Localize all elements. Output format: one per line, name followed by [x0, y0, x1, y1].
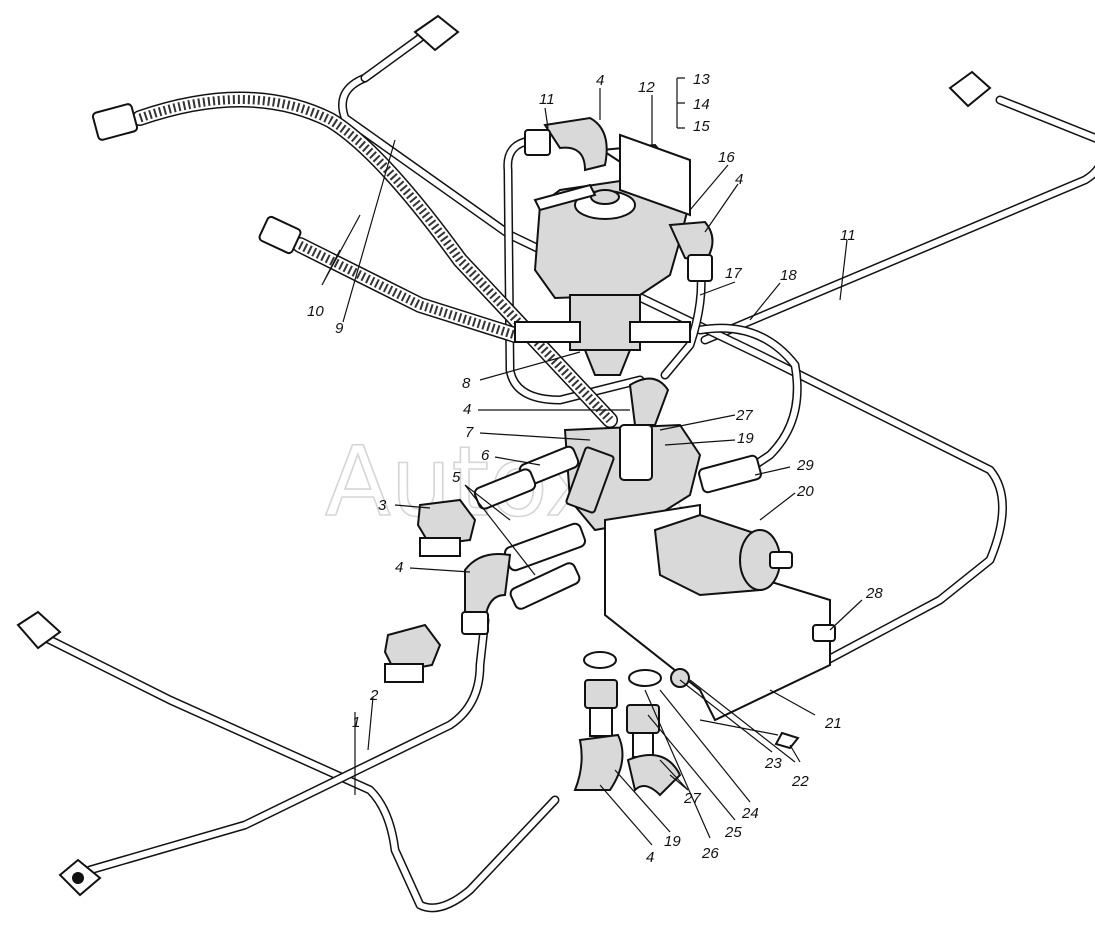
pipe-9-top	[338, 33, 1007, 685]
elbow-4-center	[628, 377, 670, 426]
label-15: 15	[693, 118, 710, 135]
bolt-22	[699, 719, 800, 750]
hose-10-lower	[292, 237, 523, 343]
elbow-4-top	[524, 116, 608, 172]
label-6: 6	[481, 447, 490, 464]
label-14: 14	[693, 96, 710, 113]
label-16: 16	[718, 149, 735, 166]
label-13: 13	[693, 71, 710, 88]
label-7: 7	[465, 424, 474, 441]
manifold-block	[563, 423, 702, 532]
nut-2-left	[58, 858, 102, 897]
label-3: 3	[378, 497, 387, 514]
label-11-right: 11	[840, 227, 856, 244]
label-12: 12	[638, 79, 655, 96]
brake-valve	[514, 143, 692, 376]
label-11-top: 11	[539, 91, 555, 108]
bracket-12	[619, 133, 691, 217]
nut-23	[670, 668, 690, 688]
pressure-switch-spare	[383, 623, 442, 683]
label-27-top: 27	[735, 407, 753, 424]
label-26: 26	[701, 845, 719, 862]
pipe-2-lower	[85, 615, 490, 875]
label-18: 18	[780, 267, 797, 284]
nut-11-right	[948, 70, 992, 108]
label-9: 9	[335, 320, 344, 337]
label-21: 21	[824, 715, 842, 732]
label-4-bottom: 4	[646, 849, 654, 866]
pipe-1-lower	[35, 630, 560, 913]
label-24: 24	[741, 805, 759, 822]
pipe-11-right	[700, 95, 1095, 345]
callouts: 1 2 3 4 4 4 4 4 5 6 7 8 9 10 11 11 12 13…	[307, 71, 883, 866]
label-22: 22	[791, 773, 809, 790]
label-10: 10	[307, 303, 324, 320]
label-20: 20	[796, 483, 814, 500]
elbow-4-bottom	[573, 733, 624, 791]
label-27-bottom: 27	[683, 790, 701, 807]
label-19-top: 19	[737, 430, 754, 447]
nut-fitting-19	[584, 679, 618, 737]
label-1: 1	[352, 714, 360, 731]
hose-10-upper	[132, 91, 618, 428]
nut-1-left	[16, 610, 62, 650]
fitting-29	[698, 454, 762, 494]
pipe-left-loop	[503, 135, 645, 405]
label-17: 17	[725, 265, 742, 282]
label-4-center: 4	[463, 401, 471, 418]
leader-lines	[321, 77, 863, 846]
elbow-4-right	[668, 220, 714, 282]
label-8: 8	[462, 375, 471, 392]
label-28: 28	[865, 585, 883, 602]
hose-end-lower	[258, 215, 302, 255]
label-5: 5	[452, 469, 461, 486]
label-19-bottom: 19	[664, 833, 681, 850]
label-2: 2	[369, 687, 379, 704]
elbow-27-bottom	[626, 754, 682, 797]
washer-26	[628, 669, 662, 687]
label-29: 29	[796, 457, 814, 474]
valve-20	[653, 513, 793, 597]
label-25: 25	[724, 824, 742, 841]
pressure-switch-3	[416, 498, 477, 557]
hose-end-upper	[91, 103, 139, 141]
label-4-top: 4	[596, 72, 604, 89]
bolt-28	[812, 624, 836, 642]
label-4-right: 4	[735, 171, 743, 188]
pipe-18	[695, 323, 802, 480]
elbow-4-left	[461, 553, 512, 635]
nut-9-top	[413, 14, 460, 52]
washer-top	[583, 651, 617, 669]
label-4-left: 4	[395, 559, 403, 576]
nut-25	[626, 704, 660, 758]
label-23: 23	[764, 755, 782, 772]
fitting-chain-lower	[503, 522, 587, 610]
